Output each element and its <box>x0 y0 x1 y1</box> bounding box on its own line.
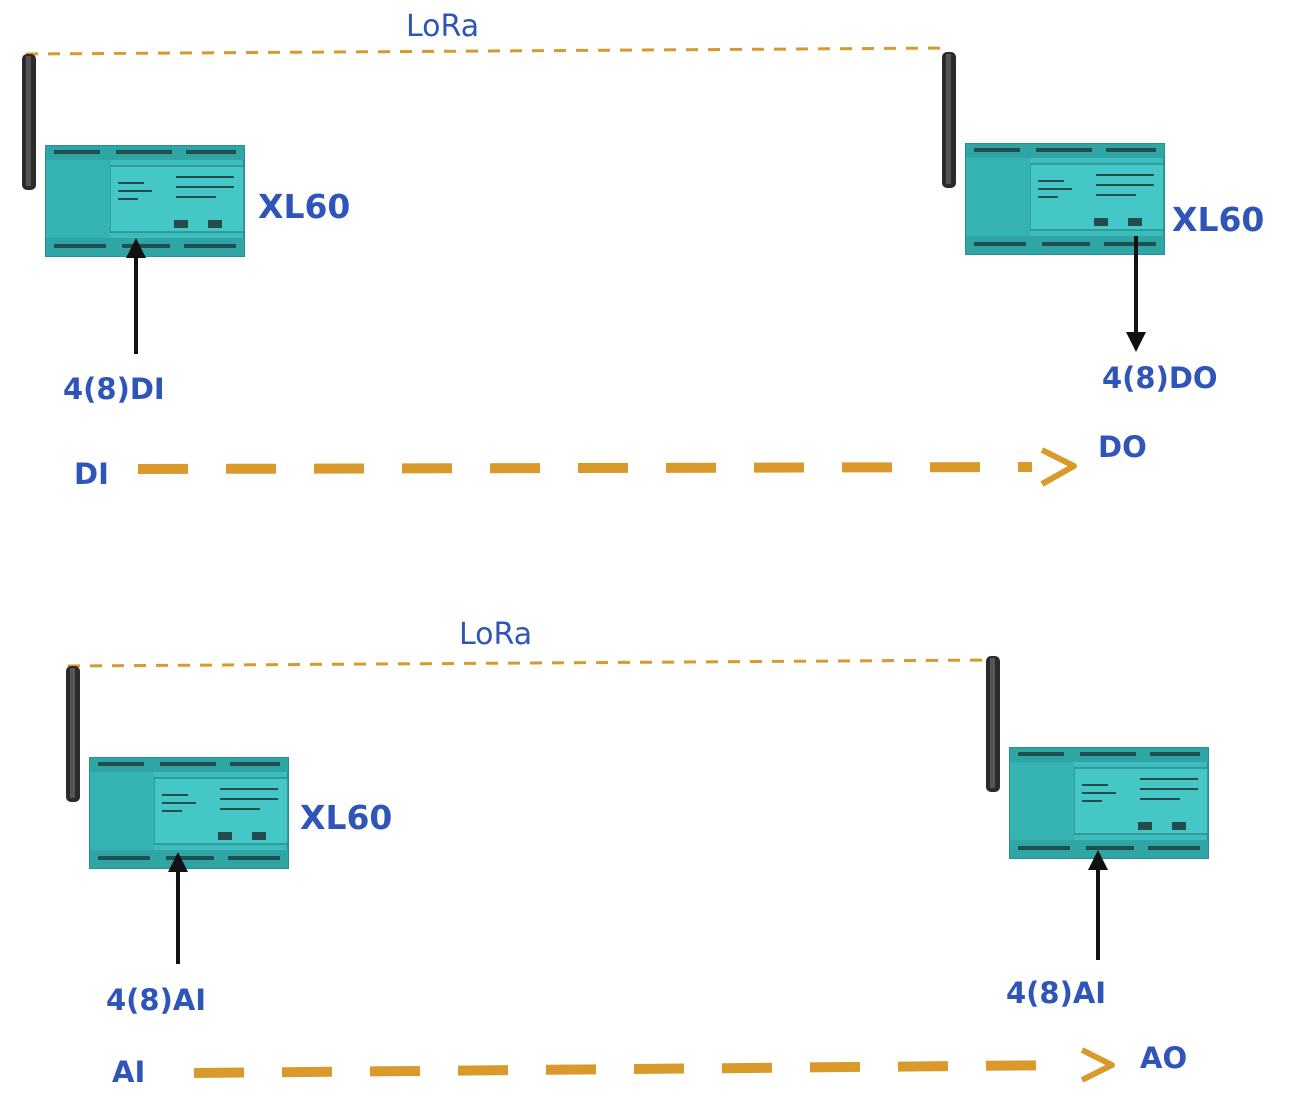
device-label-top-left: XL60 <box>258 187 351 226</box>
arrow-right-icon-top <box>1040 447 1077 487</box>
lora-label-bottom: LoRa <box>459 617 533 652</box>
arrow-up-icon <box>126 238 146 258</box>
plc-module-bottom-right <box>985 655 1209 859</box>
arrow-down-icon <box>1126 332 1146 352</box>
input-label-top: 4(8)DI <box>63 372 165 406</box>
arrow-up-icon <box>168 852 188 872</box>
plc-module-bottom-left <box>65 665 289 869</box>
flow-to-label-top: DO <box>1098 430 1147 464</box>
lora-label-top: LoRa <box>406 9 480 44</box>
device-label-bottom-left: XL60 <box>300 798 393 837</box>
arrow-right-icon-bottom <box>1080 1047 1115 1083</box>
device-label-top-right: XL60 <box>1172 200 1265 239</box>
lora-link-bottom <box>67 658 993 668</box>
plc-module-top-left <box>21 53 245 257</box>
output-label-top: 4(8)DO <box>1102 361 1218 395</box>
plc-module-top-right <box>941 51 1165 255</box>
flow-from-label-bottom: AI <box>112 1055 146 1089</box>
flow-to-label-bottom: AO <box>1140 1041 1188 1075</box>
flow-arrow-top <box>137 462 1033 474</box>
arrow-up-icon <box>1088 850 1108 870</box>
flow-arrow-bottom <box>193 1060 1073 1078</box>
lora-link-top <box>25 46 951 56</box>
output-label-bottom: 4(8)AI <box>1006 976 1107 1010</box>
input-label-bottom: 4(8)AI <box>106 983 207 1017</box>
flow-from-label-top: DI <box>74 457 109 491</box>
